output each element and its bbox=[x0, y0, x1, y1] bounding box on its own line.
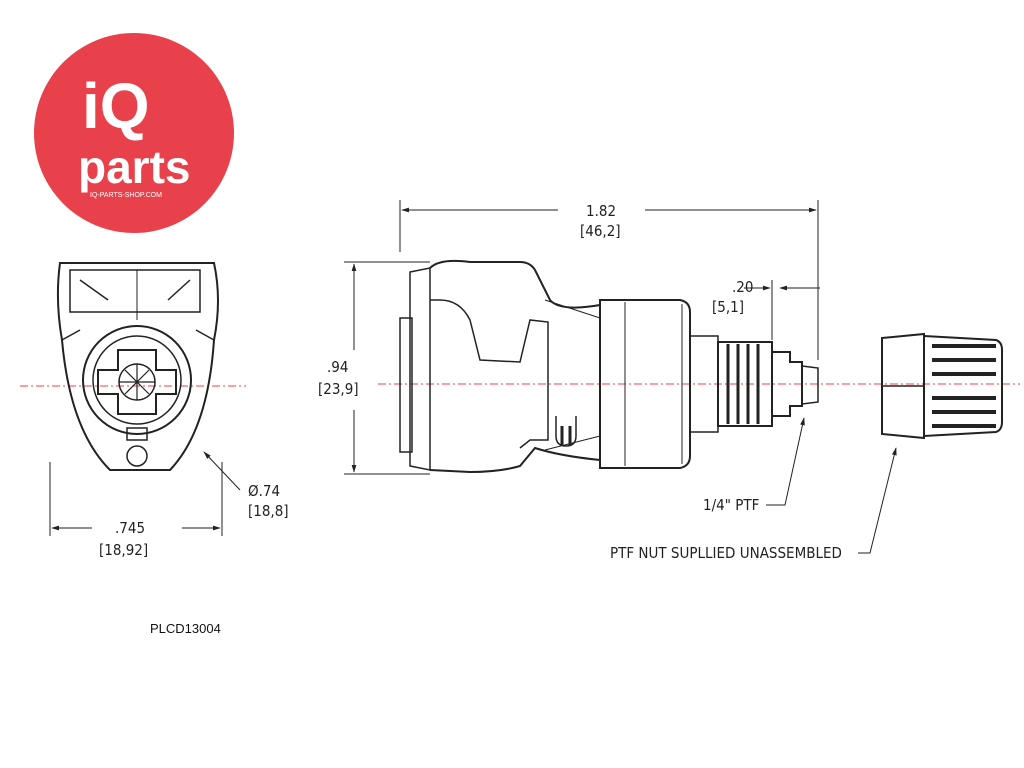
front-diameter-mm: [18,8] bbox=[248, 502, 289, 520]
side-view bbox=[399, 259, 819, 474]
thread-length-in: .20 bbox=[732, 278, 753, 296]
logo-url-text: IQ-PARTS-SHOP.COM bbox=[90, 192, 162, 199]
front-view bbox=[56, 262, 219, 471]
logo-text-top: iQ bbox=[82, 70, 150, 142]
front-width-mm: [18,92] bbox=[99, 541, 148, 559]
side-dimensions bbox=[344, 200, 897, 554]
logo-text-bottom: parts bbox=[78, 141, 190, 193]
height-in: .94 bbox=[327, 358, 348, 376]
front-width-in: .745 bbox=[115, 519, 145, 537]
overall-length-mm: [46,2] bbox=[580, 222, 621, 240]
iq-parts-logo: iQ parts IQ-PARTS-SHOP.COM bbox=[34, 33, 234, 233]
part-code: PLCD13004 bbox=[150, 621, 221, 636]
thread-length-mm: [5,1] bbox=[712, 298, 744, 316]
overall-length-in: 1.82 bbox=[586, 202, 616, 220]
ptf-nut bbox=[881, 332, 1003, 440]
height-mm: [23,9] bbox=[318, 380, 359, 398]
thread-callout: 1/4" PTF bbox=[703, 496, 759, 514]
centerlines bbox=[20, 383, 1020, 387]
front-diameter-in: Ø.74 bbox=[248, 482, 280, 500]
front-dimensions bbox=[49, 451, 241, 536]
nut-note: PTF NUT SUPLLIED UNASSEMBLED bbox=[610, 544, 842, 562]
